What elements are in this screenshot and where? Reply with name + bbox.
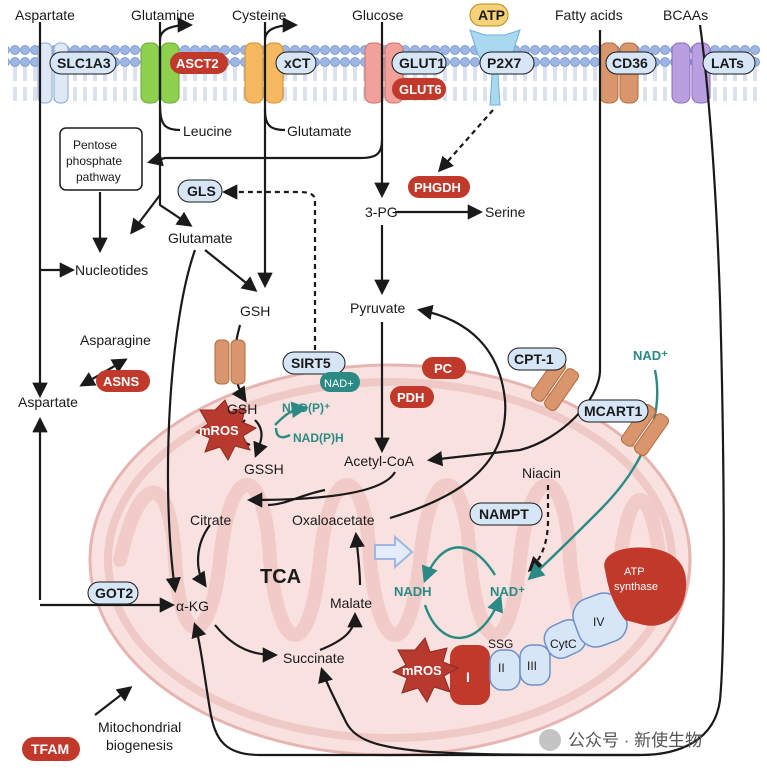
label-pc: PC	[434, 361, 453, 376]
label-slc1a3: SLC1A3	[57, 55, 111, 71]
mros-star-icon	[391, 637, 460, 704]
wechat-icon	[539, 729, 561, 751]
phgdh-pill	[408, 176, 470, 198]
label-mito-biogenesis-2: biogenesis	[106, 737, 173, 753]
xct-pill	[275, 51, 317, 75]
cd36-pill	[605, 51, 657, 75]
label-glut1: GLUT1	[399, 55, 445, 71]
label-asns: ASNS	[103, 374, 139, 389]
label-aspartate-cytosol: Aspartate	[18, 394, 78, 410]
sirt5-pill	[282, 351, 346, 375]
pathway-arrows	[32, 17, 725, 757]
label-glutamine: Glutamine	[131, 7, 195, 23]
label-pdh: PDH	[397, 390, 424, 405]
label-cd36: CD36	[612, 55, 648, 71]
label-bcaas: BCAAs	[663, 7, 708, 23]
label-aspartate-top: Aspartate	[15, 7, 75, 23]
label-ssg: SSG	[488, 637, 513, 651]
glut6-pill	[392, 78, 446, 100]
asns-pill	[96, 370, 150, 392]
label-akg: α-KG	[176, 598, 209, 614]
label-cytc: CytC	[550, 637, 577, 651]
pdh-pill	[390, 386, 434, 408]
label-niacin: Niacin	[522, 465, 561, 481]
label-gsh-mito: GSH	[227, 401, 257, 417]
mcart1-pill	[577, 399, 649, 423]
slc1a3-pill	[49, 51, 117, 75]
label-serine: Serine	[485, 204, 526, 220]
label-atp-synthase-1: ATP	[624, 566, 645, 578]
label-cysteine: Cysteine	[232, 7, 287, 23]
label-oxaloacetate: Oxaloacetate	[292, 512, 375, 528]
gls-pill	[177, 179, 223, 203]
label-pentose-1: Pentose	[73, 138, 117, 152]
watermark-text: 公众号 · 新使生物	[568, 730, 702, 750]
label-fatty-acids: Fatty acids	[555, 7, 623, 23]
lats-pill	[702, 51, 756, 75]
label-glut6: GLUT6	[399, 82, 442, 97]
label-pentose-2: phosphate	[66, 154, 122, 168]
label-gsh-cytosol: GSH	[240, 303, 270, 319]
pc-pill	[422, 357, 466, 379]
label-malate: Malate	[330, 595, 372, 611]
cpt1-pill	[507, 347, 567, 371]
label-complex-i: I	[466, 669, 470, 685]
electron-transport-chain	[450, 547, 687, 705]
label-asparagine: Asparagine	[80, 332, 151, 348]
label-mito-biogenesis-1: Mitochondrial	[98, 719, 181, 735]
got2-pill	[87, 581, 139, 605]
label-3pg: 3-PG	[365, 204, 398, 220]
label-gls: GLS	[187, 183, 216, 199]
pentose-phosphate-box	[59, 127, 143, 191]
label-atp: ATP	[478, 7, 505, 23]
label-mros-2: mROS	[402, 663, 442, 678]
label-mros-1: mROS	[199, 423, 239, 438]
label-complex-iv: IV	[593, 615, 604, 629]
label-tca: TCA	[260, 566, 301, 588]
label-nad-top: NAD⁺	[633, 348, 668, 363]
label-pyruvate: Pyruvate	[350, 300, 405, 316]
label-complex-iii: III	[527, 659, 537, 673]
label-nadp-plus: NAD(P)⁺	[282, 401, 330, 415]
glut1-pill	[391, 51, 447, 75]
label-p2x7: P2X7	[487, 55, 521, 71]
label-nad-plus-2: NAD⁺	[490, 584, 525, 599]
label-leucine: Leucine	[183, 123, 232, 139]
nampt-pill	[469, 502, 543, 526]
label-atp-synthase-2: synthase	[614, 581, 658, 593]
label-succinate: Succinate	[283, 650, 345, 666]
label-tfam: TFAM	[31, 741, 69, 757]
label-cpt1: CPT-1	[514, 351, 554, 367]
p2x7-pill	[479, 51, 535, 75]
label-citrate: Citrate	[190, 512, 231, 528]
label-phgdh: PHGDH	[414, 180, 461, 195]
nad-arrows	[274, 369, 659, 640]
label-complex-ii: II	[498, 661, 505, 675]
asct2-pill	[170, 52, 228, 74]
label-nadh: NADH	[394, 584, 432, 599]
atp-pill	[469, 3, 509, 27]
tfam-pill	[22, 737, 80, 761]
label-glutamate: Glutamate	[168, 230, 233, 246]
nad-plus-badge	[320, 372, 360, 392]
mros-star-icon	[194, 399, 258, 462]
label-mcart1: MCART1	[584, 403, 643, 419]
label-nadph: NAD(P)H	[293, 431, 344, 445]
label-nampt: NAMPT	[479, 506, 529, 522]
label-pentose-3: pathway	[76, 170, 121, 184]
label-asct2: ASCT2	[176, 56, 219, 71]
label-acetyl-coa: Acetyl-CoA	[344, 453, 415, 469]
label-sirt5: SIRT5	[291, 355, 331, 371]
label-nad-plus-small: NAD+	[324, 378, 354, 390]
label-got2: GOT2	[95, 585, 133, 601]
label-lats: LATs	[711, 55, 744, 71]
label-gssh: GSSH	[244, 461, 284, 477]
flow-arrow-icon	[374, 534, 414, 570]
label-nucleotides: Nucleotides	[75, 262, 148, 278]
label-glucose: Glucose	[352, 7, 404, 23]
label-glutamate-exchange: Glutamate	[287, 123, 352, 139]
label-xct: xCT	[284, 55, 311, 71]
